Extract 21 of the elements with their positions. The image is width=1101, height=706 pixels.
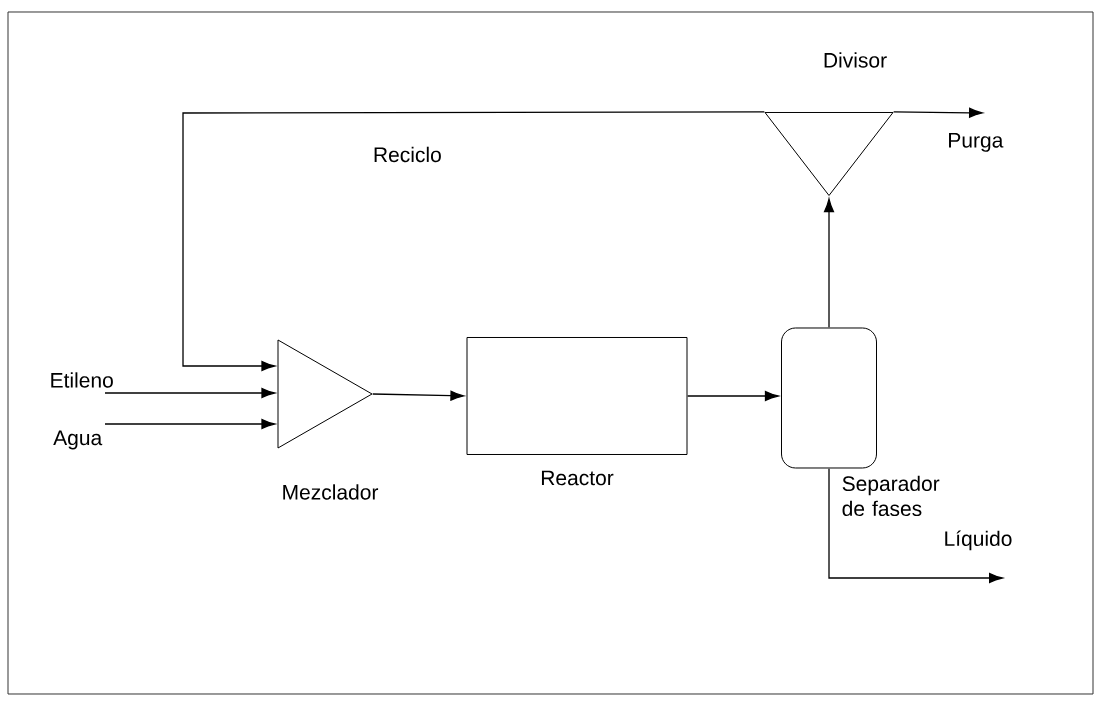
arrow	[828, 468, 1003, 584]
arrow	[182, 111, 765, 372]
separator-vessel: Separador de fases	[781, 327, 940, 517]
node-label: Separador de fases	[842, 475, 940, 517]
arrow	[893, 107, 983, 118]
node-label: Reactor	[541, 470, 614, 486]
edge-label: Etileno	[51, 372, 113, 388]
edge-label: Purga	[949, 133, 1004, 152]
node-label: Divisor	[824, 52, 887, 68]
arrow	[687, 390, 779, 402]
edge-label: Líquido	[945, 530, 1012, 551]
edge-label: Agua	[53, 430, 103, 450]
divider-triangle: Divisor	[764, 52, 894, 196]
arrow	[823, 198, 835, 328]
reactor-box: Reactor	[466, 337, 688, 486]
arrow	[104, 387, 276, 399]
mixer-triangle: Mezclador	[277, 339, 379, 500]
arrow	[104, 418, 276, 430]
edge-label: Reciclo	[374, 146, 441, 163]
arrow	[372, 390, 465, 401]
node-label: Mezclador	[283, 484, 379, 500]
